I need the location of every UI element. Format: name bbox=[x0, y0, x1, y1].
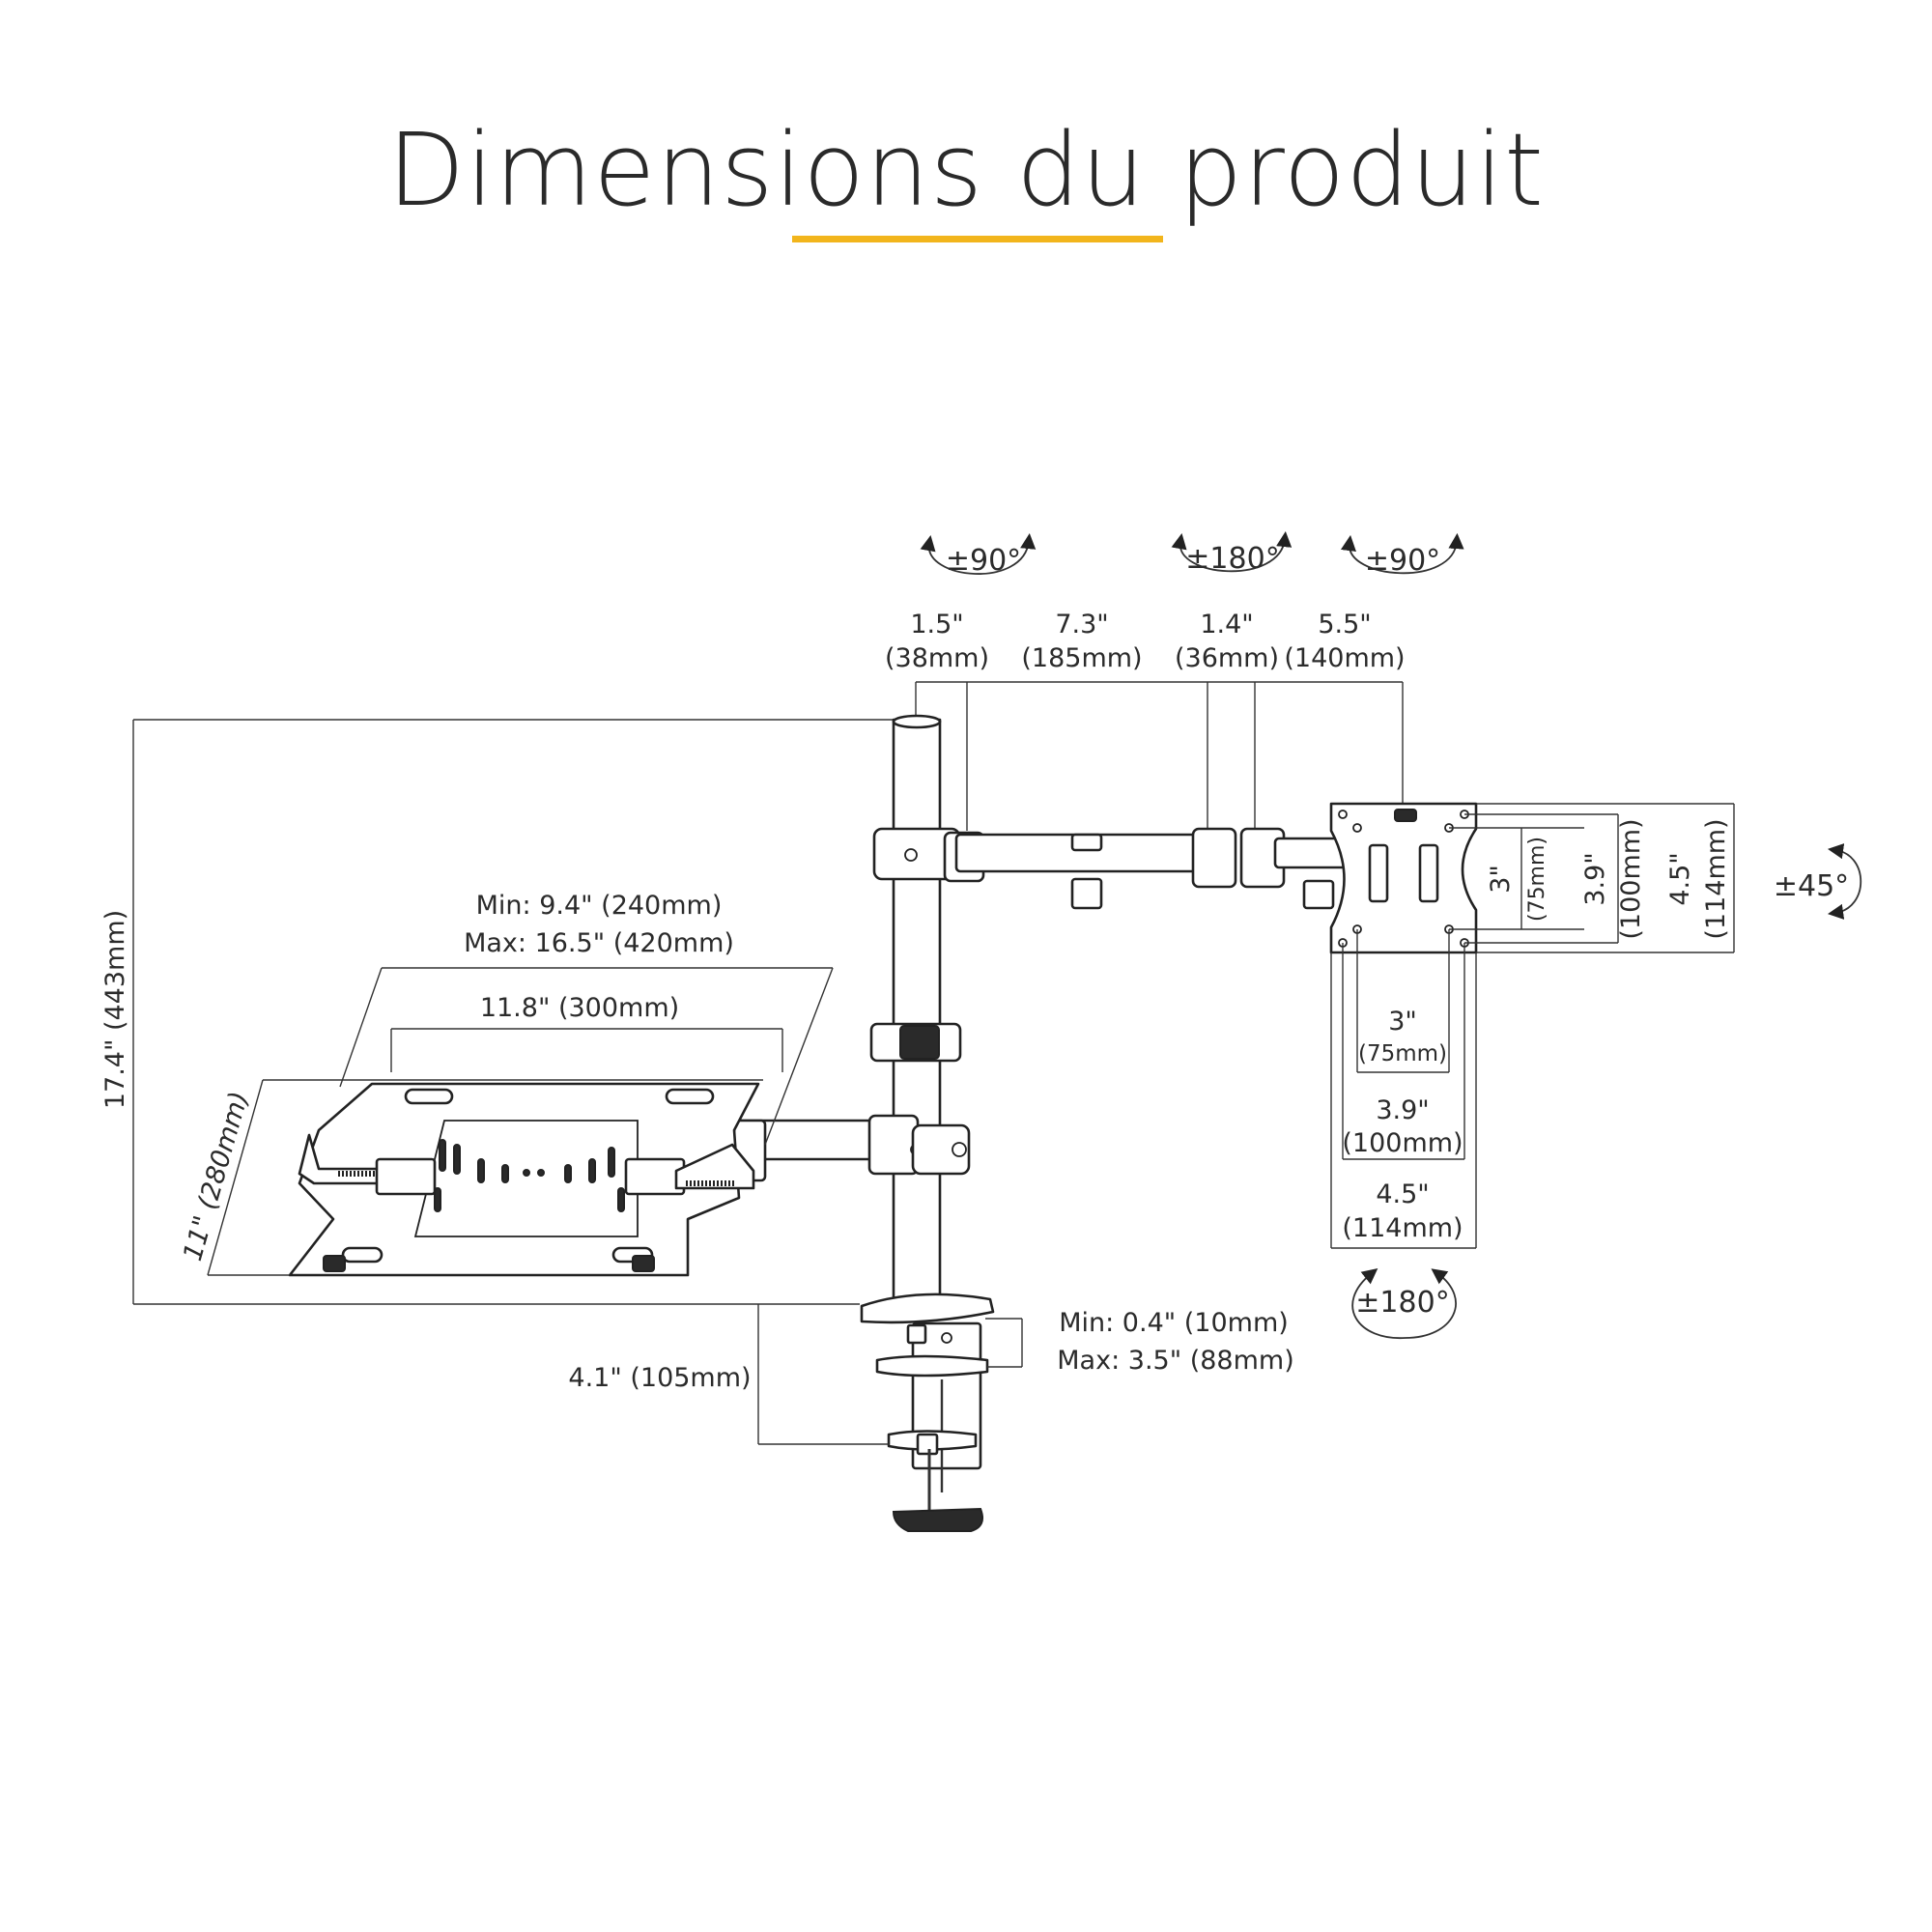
vesa-vertical-3-mm: (114mm) bbox=[1701, 818, 1731, 939]
rotation-indicator-tilt: ±45° bbox=[1774, 843, 1862, 920]
arm-dimension-lines bbox=[915, 681, 1404, 831]
vesa-vertical-3-inch: 4.5" bbox=[1665, 852, 1695, 905]
rotation-indicator-rotation: ±180° bbox=[1351, 1267, 1457, 1339]
tray-width-max-label: Max: 16.5" (420mm) bbox=[464, 928, 734, 958]
vesa-horizontal-dimensions: 3" (75mm) 3.9" (100mm) 4.5" (114mm) bbox=[1330, 929, 1477, 1249]
clamp-dimensions: 4.1" (105mm) Min: 0.4" (10mm) Max: 3.5" … bbox=[568, 1304, 1294, 1445]
pole-height-label: 17.4" (443mm) bbox=[100, 910, 130, 1109]
vesa-horizontal-2-inch: 3.9" bbox=[1376, 1095, 1429, 1125]
rotation-label-head-swivel: ±90° bbox=[1365, 544, 1440, 578]
tray-vent-slots bbox=[434, 1139, 625, 1212]
arm-segment-2-mm: (185mm) bbox=[1021, 643, 1142, 673]
tray-plate-width-label: 11.8" (300mm) bbox=[480, 993, 679, 1023]
tray-width-min-label: Min: 9.4" (240mm) bbox=[476, 891, 723, 921]
arm-segment-3-mm: (36mm) bbox=[1175, 643, 1279, 673]
rotation-label-tilt: ±45° bbox=[1774, 869, 1849, 903]
tray-arm bbox=[727, 1114, 971, 1182]
vesa-vertical-dimensions: 3" (75mm) 3.9" (100mm) 4.5" (114mm) bbox=[1449, 803, 1735, 953]
rotation-label-arm-joint: ±180° bbox=[1185, 542, 1279, 576]
vesa-horizontal-1-inch: 3" bbox=[1388, 1007, 1417, 1037]
vesa-horizontal-3-inch: 4.5" bbox=[1376, 1179, 1429, 1209]
rotation-label-arm-base: ±90° bbox=[946, 544, 1021, 578]
vesa-vertical-1-mm: (75mm) bbox=[1525, 837, 1549, 922]
clamp-depth-label: 4.1" (105mm) bbox=[568, 1363, 751, 1393]
desk-clamp bbox=[860, 1293, 995, 1532]
arm-segment-2-inch: 7.3" bbox=[1055, 610, 1108, 639]
arm-segment-4-mm: (140mm) bbox=[1284, 643, 1405, 673]
pole bbox=[869, 714, 962, 1313]
clamp-thickness-max-label: Max: 3.5" (88mm) bbox=[1057, 1346, 1293, 1376]
vesa-vertical-2-mm: (100mm) bbox=[1616, 818, 1646, 939]
rotation-indicator-head-swivel: ±90° bbox=[1340, 532, 1464, 578]
pole-height-dimension: 17.4" (443mm) bbox=[100, 719, 898, 1305]
tray-depth-label: 11" (280mm) bbox=[178, 1089, 255, 1264]
vesa-horizontal-2-mm: (100mm) bbox=[1342, 1128, 1463, 1158]
vesa-vertical-1-inch: 3" bbox=[1486, 865, 1516, 894]
rotation-indicator-arm-base: ±90° bbox=[920, 532, 1037, 578]
vesa-plate bbox=[1329, 802, 1478, 954]
vesa-vertical-2-inch: 3.9" bbox=[1580, 852, 1610, 905]
arm-segment-3-inch: 1.4" bbox=[1200, 610, 1253, 639]
laptop-tray bbox=[288, 1082, 760, 1277]
vesa-horizontal-3-mm: (114mm) bbox=[1342, 1213, 1463, 1243]
page-title: Dimensions du produit bbox=[387, 111, 1545, 229]
arm-segment-1-inch: 1.5" bbox=[910, 610, 963, 639]
arm-segment-1-mm: (38mm) bbox=[885, 643, 989, 673]
rotation-label-rotation: ±180° bbox=[1355, 1286, 1449, 1320]
rotation-indicator-arm-joint: ±180° bbox=[1171, 530, 1293, 576]
arm-segment-4-inch: 5.5" bbox=[1318, 610, 1371, 639]
arm-segment-labels: 1.5" (38mm) 7.3" (185mm) 1.4" (36mm) 5.5… bbox=[885, 610, 1406, 673]
vesa-horizontal-1-mm: (75mm) bbox=[1358, 1041, 1447, 1066]
clamp-thickness-min-label: Min: 0.4" (10mm) bbox=[1059, 1308, 1289, 1338]
title-underline bbox=[792, 236, 1163, 242]
